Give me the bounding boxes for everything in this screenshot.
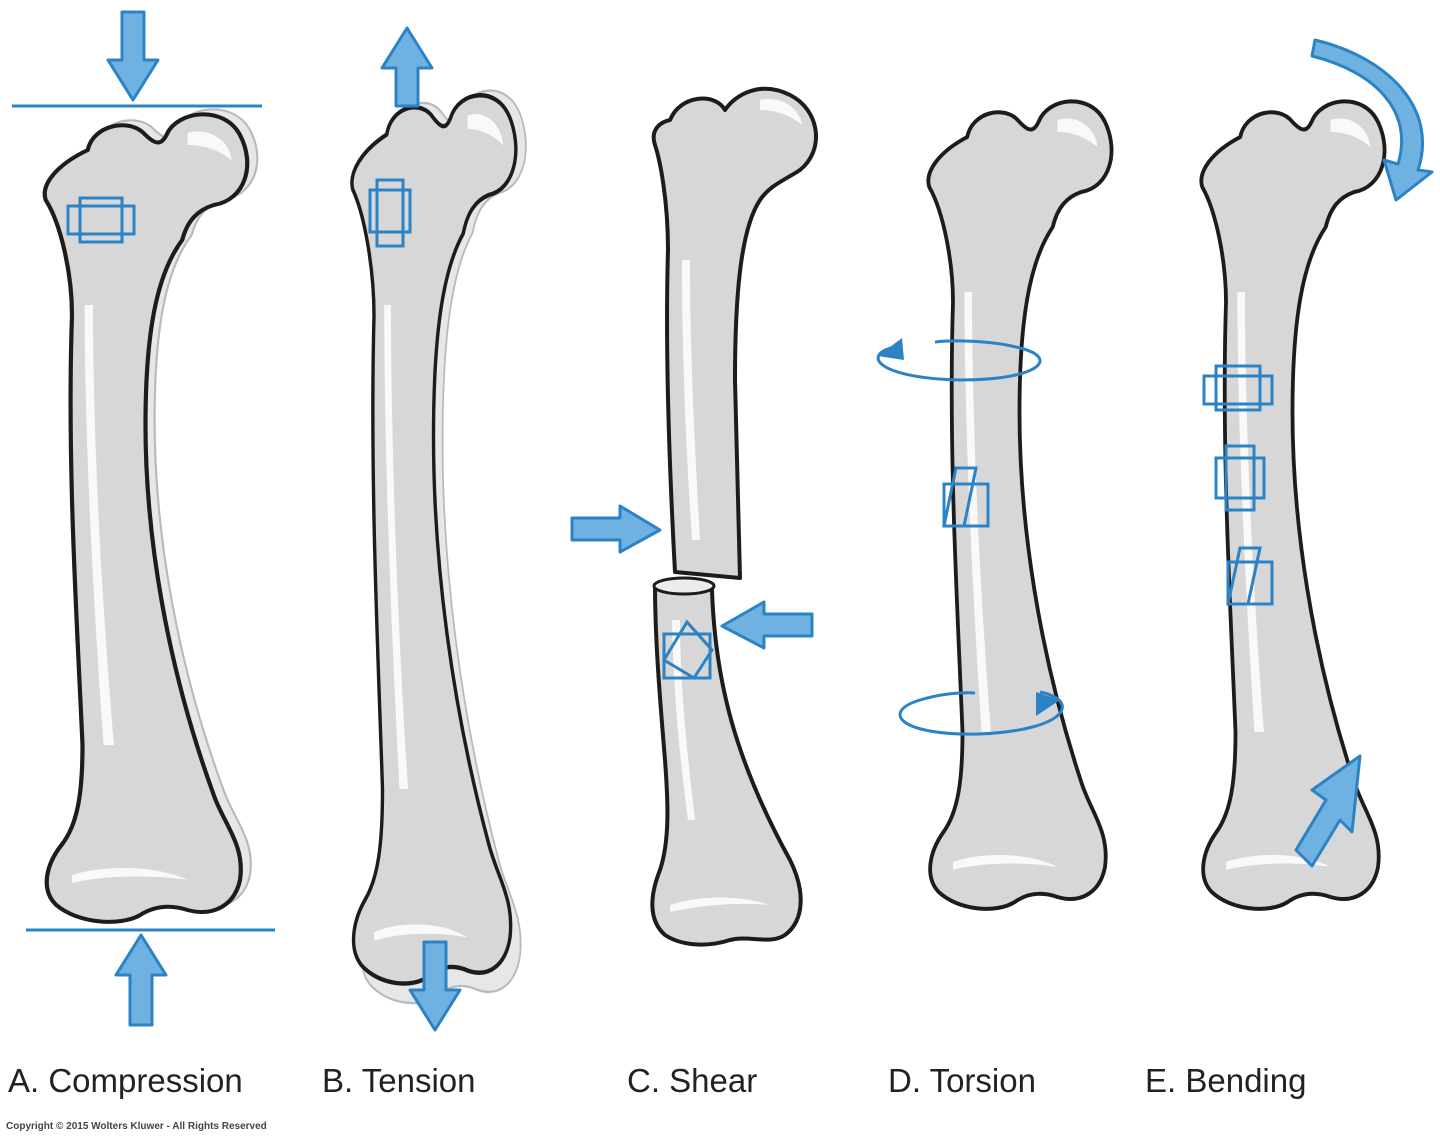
stress-element-diamond — [661, 619, 714, 681]
bone-torsion — [876, 99, 1114, 911]
stress-element-square — [78, 196, 124, 244]
up-arrow — [380, 26, 434, 108]
bone-tension — [352, 26, 528, 1032]
stress-element-square — [1214, 456, 1266, 500]
stress-element-square — [942, 482, 990, 528]
bone-bending — [1199, 38, 1434, 911]
up-arrow — [114, 933, 168, 1027]
stress-element-square — [66, 204, 136, 236]
bone-compression — [12, 10, 275, 1027]
stress-element-square — [375, 178, 405, 248]
stress-element-rhombus — [942, 466, 978, 528]
down-arrow — [106, 10, 160, 102]
label-tension: B. Tension — [322, 1062, 476, 1099]
label-shear: C. Shear — [627, 1062, 758, 1099]
stress-element-square — [1226, 560, 1274, 606]
torsion-arrow-bottom — [898, 690, 1064, 736]
stress-element-square — [1214, 364, 1262, 412]
label-bending: E. Bending — [1145, 1062, 1307, 1099]
label-compression: A. Compression — [8, 1062, 243, 1099]
femur-bone — [926, 99, 1114, 911]
bending-curved-arrow — [1310, 38, 1434, 202]
stress-element-square — [1224, 444, 1256, 512]
stress-element-square — [1202, 374, 1274, 406]
diagonal-arrow — [1294, 754, 1362, 868]
stress-element-square — [368, 188, 412, 234]
femur-upper-fragment — [651, 86, 818, 580]
right-arrow — [570, 504, 662, 554]
torsion-arrow-top — [876, 339, 1042, 382]
left-arrow — [720, 600, 814, 650]
down-arrow — [408, 940, 462, 1032]
stress-element-rhombus — [1226, 546, 1262, 606]
bone-shear — [570, 86, 818, 947]
copyright-notice: Copyright © 2015 Wolters Kluwer - All Ri… — [6, 1121, 267, 1132]
stress-element-square — [662, 632, 712, 680]
label-torsion: D. Torsion — [888, 1062, 1036, 1099]
